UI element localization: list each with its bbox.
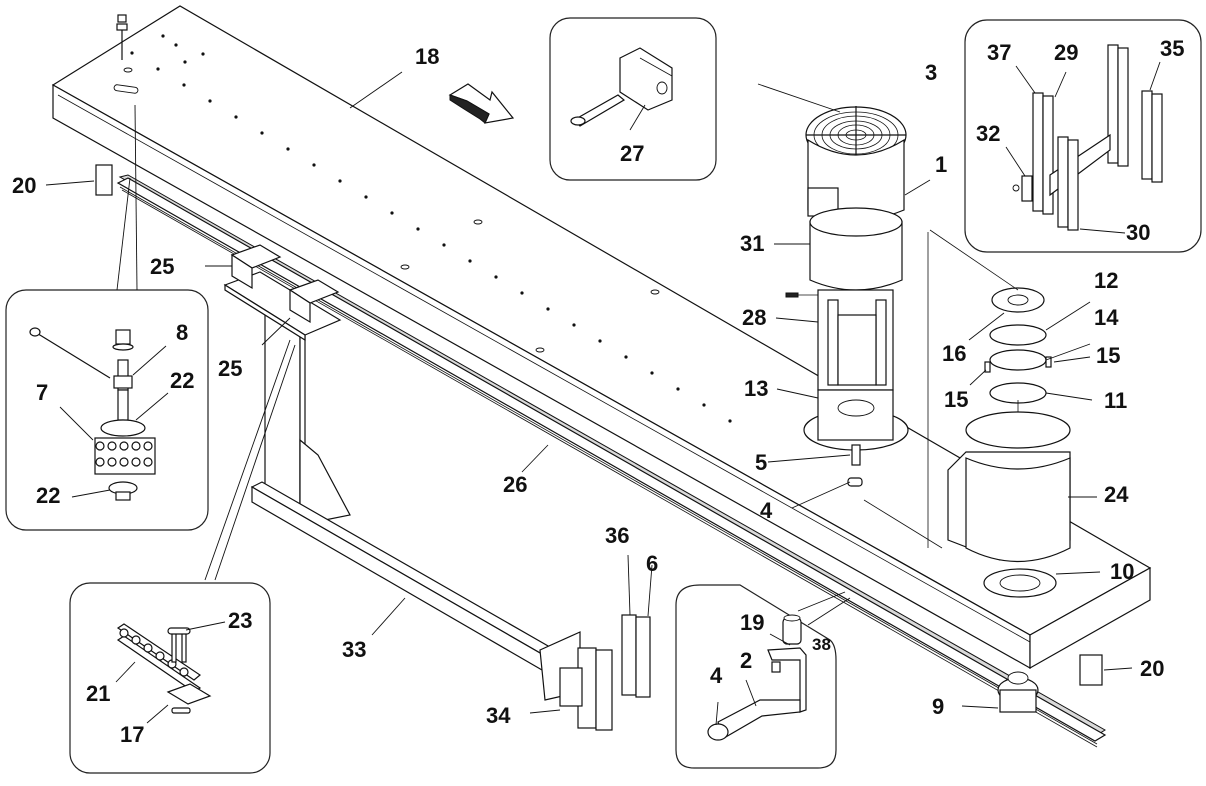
callout-32: 32 (976, 121, 1001, 146)
callout-36: 36 (605, 523, 630, 548)
chain-icon (116, 623, 202, 693)
direction-arrow-icon (448, 83, 515, 124)
callout-23: 23 (228, 608, 253, 633)
callout-20-right: 20 (1140, 656, 1165, 681)
inset-sprocket-shaft (5, 104, 209, 531)
bolt-icon (116, 14, 128, 60)
callout-14: 14 (1094, 305, 1119, 330)
callout-25-top: 25 (150, 254, 175, 279)
guide-rail (116, 174, 1107, 748)
motor-column (757, 83, 931, 509)
callout-8: 8 (176, 320, 189, 345)
end-profiles (529, 554, 653, 731)
main-beam (51, 5, 1152, 670)
callout-11: 11 (1104, 388, 1128, 413)
callout-19: 19 (740, 610, 765, 635)
callout-22-bottom: 22 (36, 483, 61, 508)
callout-24: 24 (1104, 482, 1129, 507)
callout-4: 4 (760, 498, 773, 523)
callout-18: 18 (415, 44, 440, 69)
callout-25-bottom: 25 (218, 356, 243, 381)
callout-31: 31 (740, 231, 765, 256)
callout-15-right: 15 (1096, 343, 1121, 368)
callout-13: 13 (744, 376, 769, 401)
callout-37: 37 (987, 40, 1012, 65)
callout-30: 30 (1126, 220, 1151, 245)
callout-35: 35 (1160, 36, 1185, 61)
callout-12: 12 (1094, 268, 1119, 293)
callout-21: 21 (86, 681, 111, 706)
fan-guard-icon (806, 106, 906, 165)
callout-26: 26 (503, 472, 528, 497)
mounting-holes (123, 34, 732, 423)
callout-10: 10 (1110, 559, 1135, 584)
callout-2: 2 (740, 648, 753, 673)
linear-carriage (204, 244, 340, 581)
callout-7: 7 (36, 380, 49, 405)
callout-3: 3 (925, 60, 938, 85)
callout-9: 9 (932, 694, 945, 719)
stop-block (45, 164, 1133, 686)
callout-20-left: 20 (12, 173, 37, 198)
callout-5: 5 (755, 450, 768, 475)
callout-22-top: 22 (170, 368, 195, 393)
inset-frame-profiles (964, 19, 1202, 253)
callout-29: 29 (1054, 40, 1079, 65)
inset-sensor-bracket (675, 584, 851, 769)
callout-4-inset: 4 (710, 663, 723, 688)
callout-6: 6 (646, 551, 659, 576)
inset-chain-link (69, 582, 271, 774)
callout-1: 1 (935, 152, 948, 177)
sprocket-teeth-icon (95, 441, 153, 467)
callout-15-left: 15 (944, 387, 969, 412)
callout-34: 34 (486, 703, 511, 728)
callout-38: 38 (812, 635, 831, 654)
callout-33: 33 (342, 637, 367, 662)
limit-switch-icon (570, 47, 673, 127)
callout-28: 28 (742, 305, 767, 330)
callout-16: 16 (942, 341, 967, 366)
drive-stack (863, 229, 1101, 713)
callout-17: 17 (120, 722, 145, 747)
inset-limit-switch (549, 17, 717, 181)
callout-27: 27 (620, 141, 645, 166)
